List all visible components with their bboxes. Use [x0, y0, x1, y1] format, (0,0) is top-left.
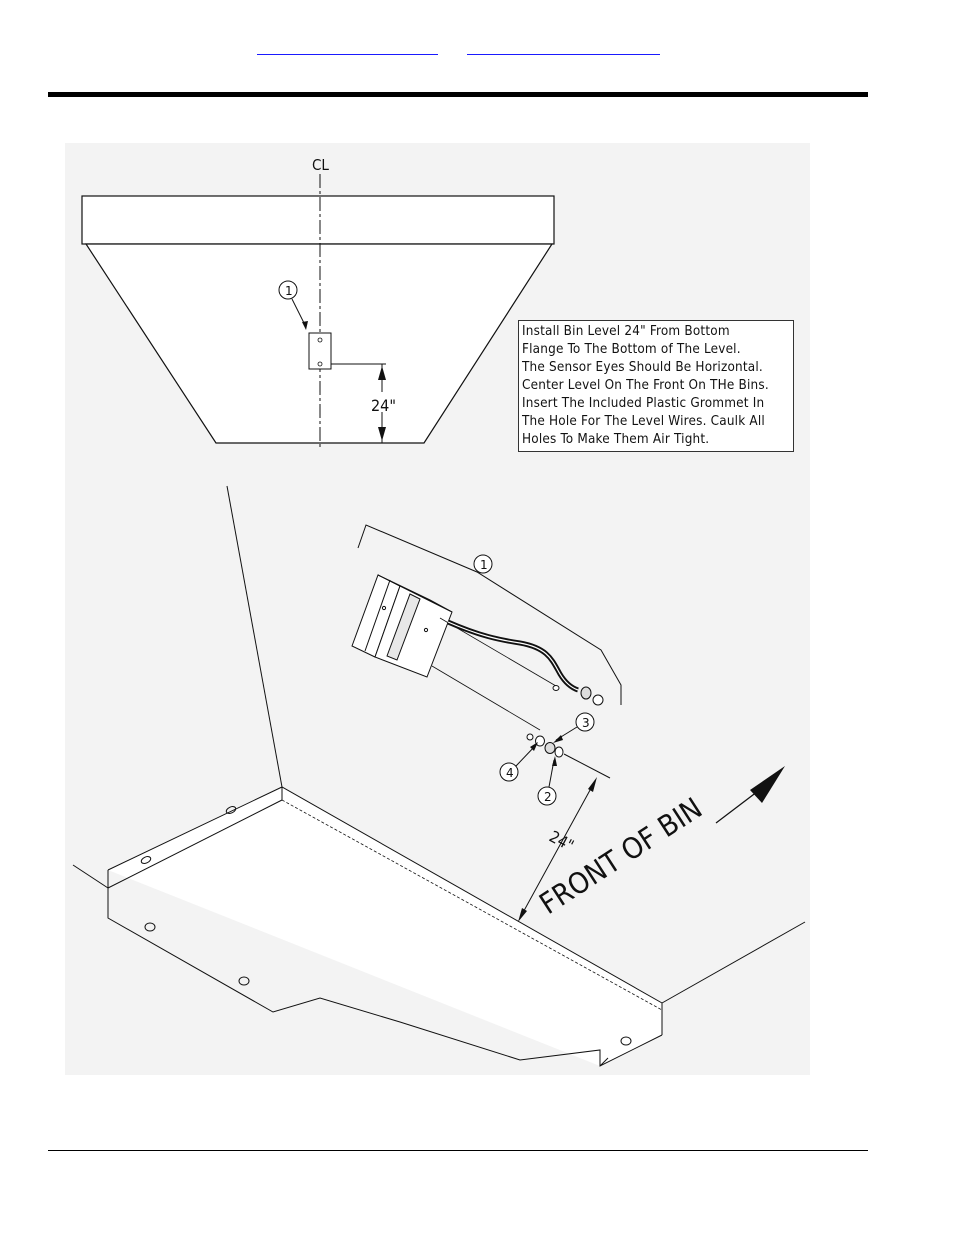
callout-4-label: 4	[506, 766, 514, 780]
installation-note: Install Bin Level 24" From Bottom Flange…	[518, 320, 794, 452]
callout-3-bubble	[575, 712, 595, 732]
callout-1-top-bubble	[278, 280, 298, 300]
note-line: Holes To Make Them Air Tight.	[522, 432, 710, 447]
sensor-cable	[446, 619, 579, 693]
header-link-2[interactable]	[467, 38, 660, 55]
note-line: The Hole For The Level Wires. Caulk All	[522, 414, 765, 429]
front-arrow-head	[750, 766, 785, 803]
callout-2-label: 2	[544, 790, 552, 804]
note-line: Install Bin Level 24" From Bottom	[522, 324, 730, 339]
bin-top-flange	[81, 195, 555, 245]
bin-level-sensor-iso	[351, 574, 557, 731]
header-rule	[48, 92, 868, 97]
note-line: The Sensor Eyes Should Be Horizontal.	[522, 360, 763, 375]
iso-dimension-label: 24"	[546, 827, 577, 855]
assembly-bracket	[357, 524, 622, 705]
callout-1-iso-bubble	[473, 554, 493, 574]
bin-iso-view	[72, 485, 806, 1067]
top-dimension-label: 24"	[371, 396, 396, 415]
callout-4-bubble	[499, 762, 519, 782]
callout-3-label: 3	[582, 716, 590, 730]
mounting-hardware	[526, 733, 611, 779]
footer-rule	[48, 1150, 868, 1151]
callout-2-bubble	[537, 786, 557, 806]
front-of-bin-label: FRONT OF BIN	[533, 791, 708, 921]
note-line: Flange To The Bottom of The Level.	[522, 342, 741, 357]
centerline-symbol: CL	[312, 156, 329, 174]
header-link-1[interactable]	[257, 38, 438, 55]
callout-1-iso-label: 1	[480, 558, 488, 572]
bin-level-sensor-top-view	[308, 332, 332, 370]
bin-front-view	[81, 195, 555, 444]
note-line: Insert The Included Plastic Grommet In	[522, 396, 765, 411]
callout-1-top-label: 1	[285, 284, 293, 298]
note-line: Center Level On The Front On THe Bins.	[522, 378, 769, 393]
